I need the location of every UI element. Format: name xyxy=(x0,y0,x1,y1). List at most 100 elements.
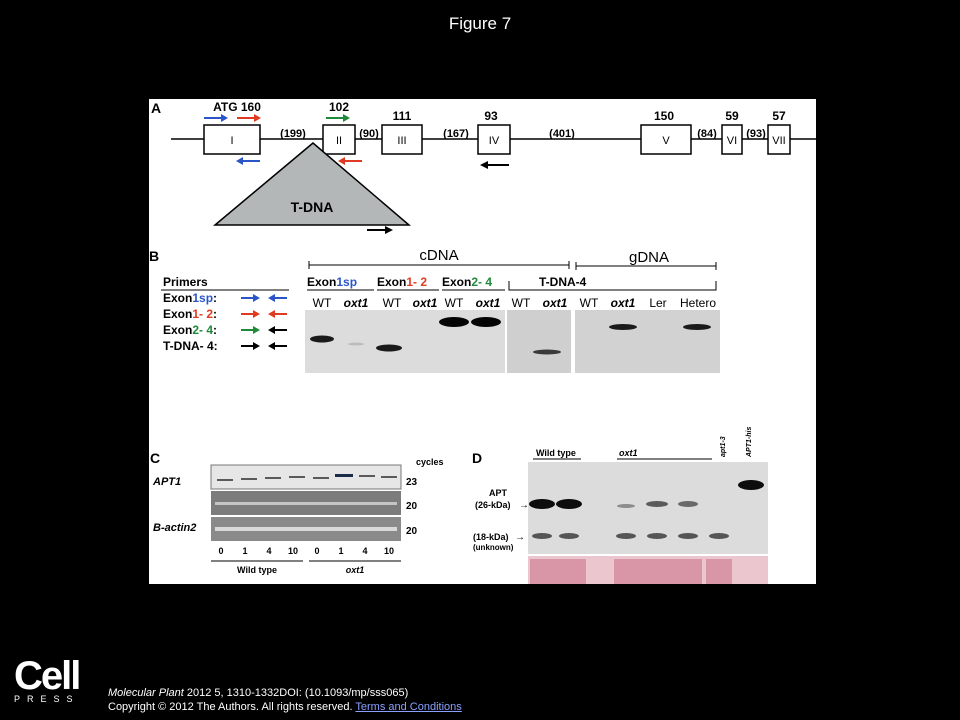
lane-label-10: oxt1 xyxy=(611,296,636,310)
wb-band-oxt1-1 xyxy=(617,504,635,508)
rtpcr-row-1-name: APT1 xyxy=(152,476,181,488)
timepoint-2: 1 xyxy=(242,546,247,556)
copyright-text: Copyright © 2012 The Authors. All rights… xyxy=(108,701,353,713)
exon-3-box xyxy=(381,124,423,155)
ponceau-bands xyxy=(530,559,732,584)
gdna-label: gDNA xyxy=(629,249,669,266)
lane-label-8: oxt1 xyxy=(543,296,568,310)
gel-group-tdna-4: T-DNA-4 xyxy=(539,275,587,289)
timepoint-4: 10 xyxy=(288,546,298,556)
band-label-18kda: (18-kDa) xyxy=(473,532,509,542)
citation-details: 2012 5, 1310-1332DOI: (10.1093/mp/sss065… xyxy=(183,687,409,699)
copyright-line: Copyright © 2012 The Authors. All rights… xyxy=(108,700,462,714)
lane-label-5: WT xyxy=(445,296,464,310)
western-group-apt1-3: apt1-3 xyxy=(720,436,727,457)
exon-3-length: 111 xyxy=(393,109,412,123)
gel-cdna-tdna xyxy=(507,310,571,373)
band-gdna-oxt1 xyxy=(609,324,637,330)
primer-arrow-black-reverse xyxy=(480,161,509,169)
band-exon1sp-oxt1-faint xyxy=(348,342,364,346)
wb-band-apt1-his xyxy=(738,480,764,490)
rtpcr-row-2-cycles: 20 xyxy=(406,501,418,512)
rtpcr-bands-bactin2 xyxy=(215,527,397,531)
lane-label-2: oxt1 xyxy=(344,296,369,310)
rtpcr-row-1-cycles: 23 xyxy=(406,477,418,488)
timepoint-8: 10 xyxy=(384,546,394,556)
legend-arrows-exon1sp xyxy=(241,294,287,302)
exon-5-box xyxy=(640,124,692,155)
rtpcr-row-3-name: B-actin2 xyxy=(153,522,196,534)
exon-4-roman: IV xyxy=(489,135,500,147)
cycles-label: cycles xyxy=(416,457,444,467)
arrow-18kda-icon: → xyxy=(515,532,525,543)
lane-label-3: WT xyxy=(383,296,402,310)
rtpcr-bands-apt1-20 xyxy=(215,502,397,505)
exon-1-roman: I xyxy=(230,135,233,147)
legend-arrows-exon2-4 xyxy=(241,326,287,334)
primer-arrow-blue-forward xyxy=(204,114,228,122)
gel-group-exon1-2: Exon1- 2 xyxy=(377,275,427,289)
panel-a-letter: A xyxy=(151,100,161,116)
cdna-label: cDNA xyxy=(419,247,458,264)
legend-arrows-exon1-2 xyxy=(241,310,287,318)
primer-arrow-red-forward xyxy=(237,114,261,122)
timepoint-3: 4 xyxy=(266,546,271,556)
panel-c-letter: C xyxy=(150,450,160,466)
exon-5-roman: V xyxy=(662,135,670,147)
exon-7-length: 57 xyxy=(772,109,786,123)
exon-7-box xyxy=(767,124,791,155)
exon-1-box xyxy=(203,124,261,155)
rtpcr-row-3-cycles: 20 xyxy=(406,526,418,537)
wb-bands-18kda xyxy=(532,533,729,539)
journal-name: Molecular Plant xyxy=(108,687,184,699)
terms-and-conditions-link[interactable]: Terms and Conditions xyxy=(355,701,462,713)
exon-2-roman: II xyxy=(336,135,342,147)
panel-d-letter: D xyxy=(472,450,482,466)
lane-label-4: oxt1 xyxy=(413,296,438,310)
wb-band-wt-2 xyxy=(556,499,582,509)
western-group-oxt1: oxt1 xyxy=(619,448,638,458)
group-label-oxt1: oxt1 xyxy=(346,565,365,575)
exon-5-length: 150 xyxy=(654,109,674,123)
wb-band-oxt1-2 xyxy=(646,501,668,507)
gel-group-exon2-4: Exon2- 4 xyxy=(442,275,492,289)
rtpcr-bands-apt1 xyxy=(217,474,397,481)
western-group-apt1-his: APT1-his xyxy=(746,427,753,458)
western-group-wild-type: Wild type xyxy=(536,448,576,458)
logo-cell-text: Cell xyxy=(14,654,81,698)
primer-row-1-label: Exon1sp: xyxy=(163,291,217,305)
exon-6-length: 59 xyxy=(725,109,739,123)
lane-label-1: WT xyxy=(313,296,332,310)
tdna-label: T-DNA xyxy=(291,199,334,215)
figure-title: Figure 7 xyxy=(448,14,512,33)
citation: Molecular Plant 2012 5, 1310-1332DOI: (1… xyxy=(108,686,462,714)
exon-2-box xyxy=(322,124,356,155)
band-exon2-4-oxt1 xyxy=(471,317,501,327)
figure-svg: A I II III IV V VI VII ATG 160 102 111 9… xyxy=(149,100,816,584)
band-gdna-hetero xyxy=(683,324,711,330)
timepoint-6: 1 xyxy=(338,546,343,556)
band-label-apt: APT xyxy=(489,488,508,498)
intron-1-length: (199) xyxy=(280,128,306,140)
legend-arrows-tdna-4 xyxy=(241,342,287,350)
primer-row-3-label: Exon2- 4: xyxy=(163,323,217,337)
band-exon1sp-wt xyxy=(310,335,334,343)
lane-label-6: oxt1 xyxy=(476,296,501,310)
primer-row-2-label: Exon1- 2: xyxy=(163,307,217,321)
gel-group-exon1sp: Exon1sp xyxy=(307,275,357,289)
intron-6-length: (93) xyxy=(746,128,766,140)
exon-6-roman: VI xyxy=(727,135,737,147)
timepoint-5: 0 xyxy=(314,546,319,556)
exon-4-box xyxy=(477,124,511,155)
band-label-26kda: (26-kDa) xyxy=(475,500,511,510)
wb-band-oxt1-3 xyxy=(678,501,698,507)
lane-label-11: Ler xyxy=(649,296,666,310)
exon-7-roman: VII xyxy=(772,135,785,147)
primers-title: Primers xyxy=(163,275,208,289)
logo-press-text: PRESS xyxy=(14,694,80,704)
intron-2-length: (90) xyxy=(359,128,379,140)
citation-line: Molecular Plant 2012 5, 1310-1332DOI: (1… xyxy=(108,686,462,700)
exon-4-length: 93 xyxy=(484,109,498,123)
primer-arrow-red-reverse xyxy=(338,157,362,165)
timepoint-1: 0 xyxy=(218,546,223,556)
